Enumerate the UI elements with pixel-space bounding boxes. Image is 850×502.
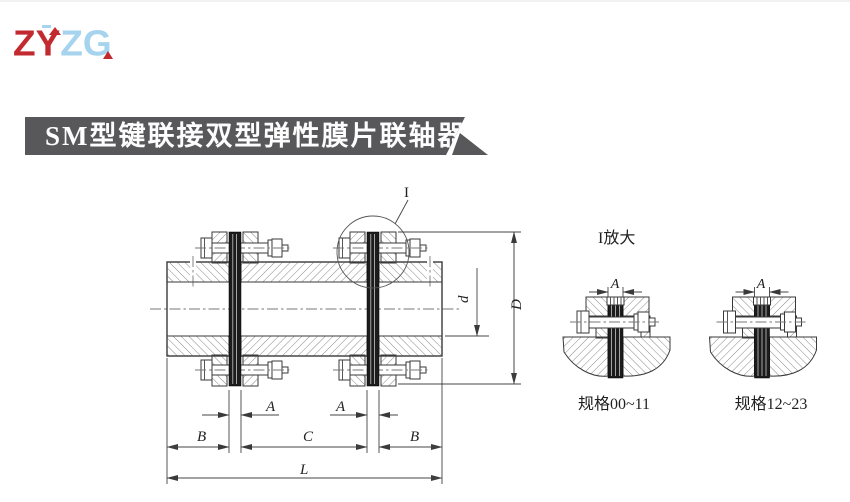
logo-g-triangle-icon [103,51,113,59]
membrane-pack-left [228,231,242,387]
detail-view-1-graphic [562,287,671,379]
dim-L: L [299,462,308,478]
bolt-assembly-bottom-left [194,354,291,387]
detail2-caption: 规格12~23 [735,395,808,413]
dimensions: A A B C B L d D [166,231,525,484]
detail-circle [336,215,410,289]
bolt-assembly-bottom-right [332,354,429,387]
dim-A-left: A [265,399,276,415]
detail2-dim-A: A [756,277,766,292]
dim-A-right: A [335,399,346,415]
page-title: SM型键联接双型弹性膜片联轴器 [25,117,465,155]
detail-view-2-graphic [710,287,817,378]
dim-d: d [456,295,472,303]
detail1-caption: 规格00~11 [578,395,650,413]
page-top-divider [0,0,850,2]
bolt-assembly-top-left [194,231,291,264]
detail-view-title: I放大 [598,229,635,247]
logo-dash-accent [42,25,51,28]
logo: ZYZG [13,24,133,66]
detail-marker-label: I [404,185,409,201]
detail-leader-line [394,199,409,225]
dim-D: D [509,299,525,311]
detail1-dim-A: A [610,277,620,292]
membrane-pack-right [366,231,380,387]
dim-C: C [303,429,314,445]
main-coupling-section-view: I [150,185,462,387]
bolt-assembly-top-right [332,231,429,264]
dim-B-left: B [197,429,206,445]
logo-triangle-icon [49,27,61,35]
dim-B-right: B [410,429,419,445]
